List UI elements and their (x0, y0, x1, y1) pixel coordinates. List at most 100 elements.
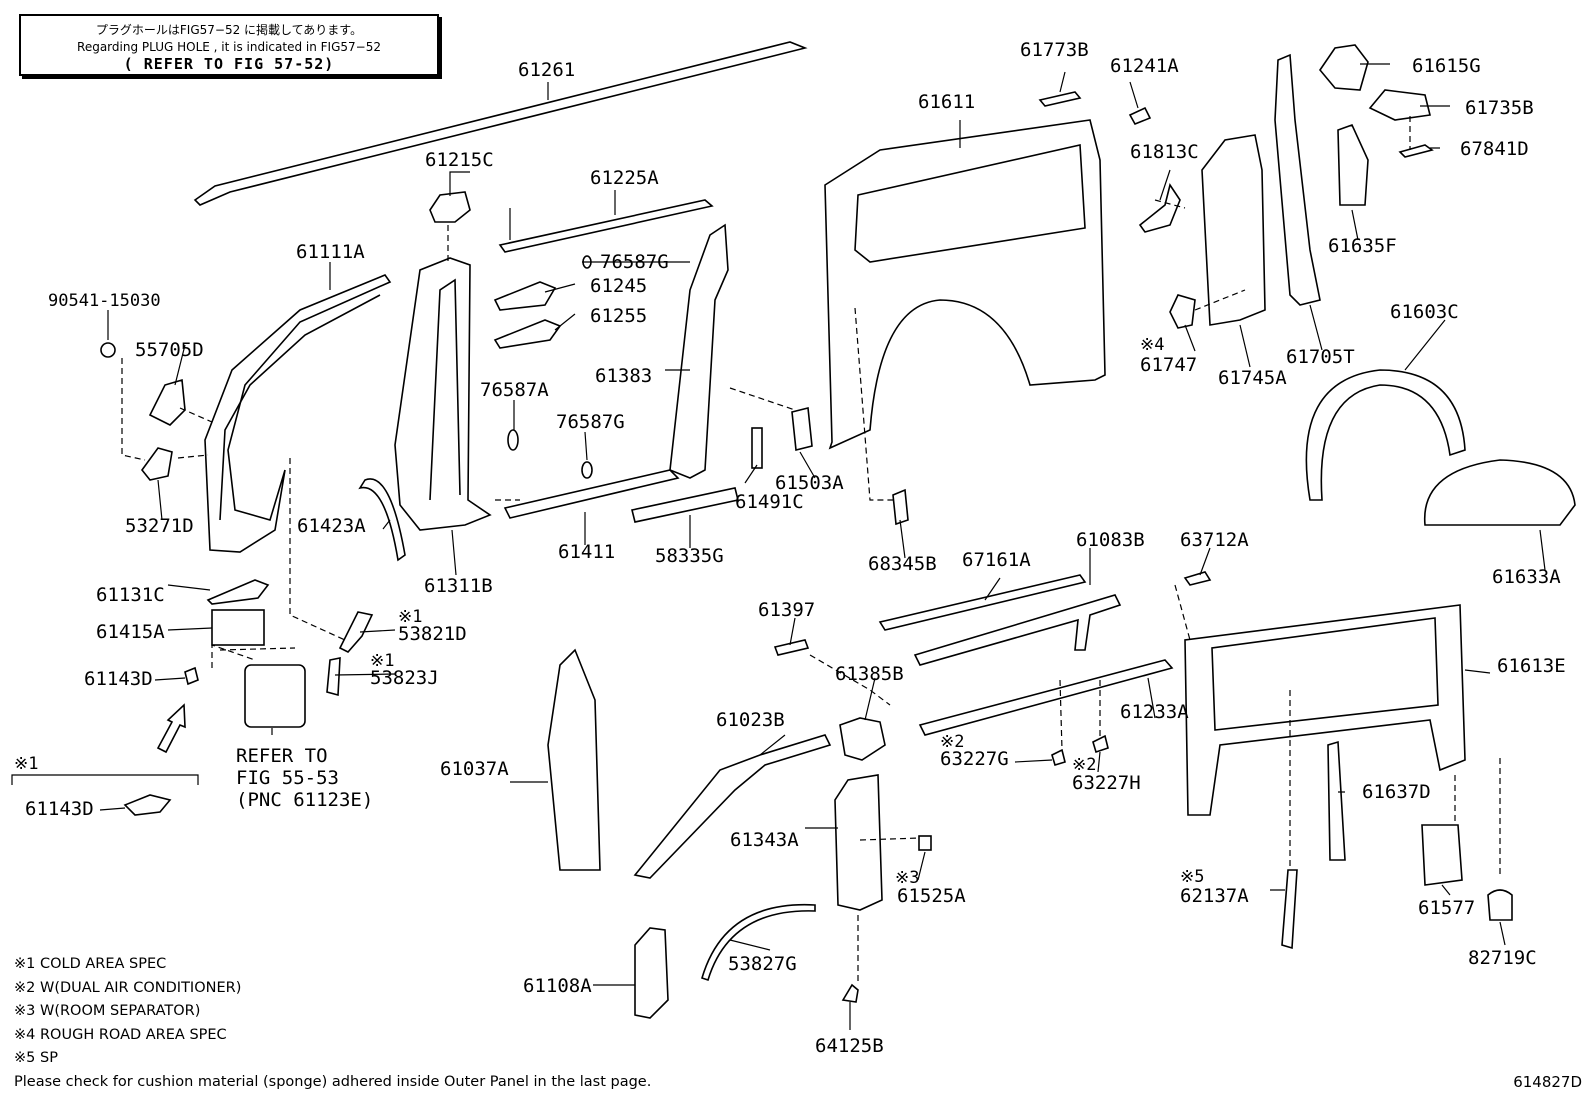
part-61215C-drawing (429, 191, 471, 223)
label-61215C: 61215C (425, 149, 494, 171)
part-61261-drawing (193, 41, 808, 206)
mark-53823J: ※1 (370, 651, 394, 671)
part-53821D-drawing (338, 611, 374, 653)
label-61311B: 61311B (424, 575, 493, 597)
part-61773B-drawing (1038, 91, 1082, 107)
part-61735B-drawing (1368, 89, 1431, 121)
part-61705T-drawing (1274, 53, 1321, 306)
mark-53821D: ※1 (398, 607, 422, 627)
part-67161A-drawing (878, 574, 1087, 631)
part-61633A-drawing (1423, 459, 1576, 526)
label-61415A: 61415A (96, 621, 165, 643)
footnote-5: ※5 SP (14, 1050, 58, 1066)
part-63227G-drawing (1051, 748, 1066, 766)
figure-number: 614827D (1513, 1073, 1582, 1091)
cushion-note: Please check for cushion material (spong… (14, 1073, 652, 1090)
part-61745A-drawing (1201, 134, 1266, 326)
part-61143D-b-drawing (123, 794, 172, 816)
part-61637D-drawing (1327, 740, 1346, 861)
label-63227H: 63227H (1072, 772, 1141, 794)
label-63227G: 63227G (940, 748, 1009, 770)
footnotes: ※1 COLD AREA SPEC ※2 W(DUAL AIR CONDITIO… (14, 953, 651, 1094)
label-61261: 61261 (518, 59, 575, 81)
part-61525A-drawing (918, 835, 932, 851)
refer-to-line3: (PNC 61123E) (236, 789, 373, 811)
mark-62137A: ※5 (1180, 867, 1204, 887)
part-61611-window (854, 144, 1086, 263)
label-68345B: 68345B (868, 553, 937, 575)
label-61773B: 61773B (1020, 39, 1089, 61)
part-61083B-drawing (913, 594, 1122, 666)
part-61108A-drawing (634, 927, 669, 1019)
label-61037A: 61037A (440, 758, 509, 780)
part-76587G-b-drawing (581, 461, 593, 479)
label-61255: 61255 (590, 305, 647, 327)
label-76587A: 76587A (480, 379, 549, 401)
part-61615G-drawing (1318, 44, 1369, 91)
mark-63227H: ※2 (1072, 755, 1096, 775)
label-61143D-a: 61143D (84, 668, 153, 690)
label-90541-15030: 90541-15030 (48, 291, 161, 311)
label-61745A: 61745A (1218, 367, 1287, 389)
label-53823J: 53823J (370, 667, 439, 689)
label-61633A: 61633A (1492, 566, 1561, 588)
label-61023B: 61023B (716, 709, 785, 731)
refer-part-drawing (244, 664, 306, 728)
label-61397: 61397 (758, 599, 815, 621)
reference-box: プラグホールはFIG57−52 に掲載してあります。 Regarding PLU… (19, 14, 439, 76)
label-55705D: 55705D (135, 339, 204, 361)
label-63712A: 63712A (1180, 529, 1249, 551)
label-61233A: 61233A (1120, 701, 1189, 723)
part-61613E-window (1211, 617, 1439, 731)
label-61131C: 61131C (96, 584, 165, 606)
mark-61525A: ※3 (895, 868, 919, 888)
part-61311B-drawing (394, 257, 492, 531)
label-61111A: 61111A (296, 241, 365, 263)
part-53827G-drawing (701, 903, 816, 982)
part-61411-drawing (503, 469, 680, 519)
label-53827G: 53827G (728, 953, 797, 975)
label-58335G: 58335G (655, 545, 724, 567)
mark-63227G: ※2 (940, 732, 964, 752)
label-61245: 61245 (590, 275, 647, 297)
label-61083B: 61083B (1076, 529, 1145, 551)
part-61241A-drawing (1128, 106, 1152, 126)
label-61577: 61577 (1418, 897, 1475, 919)
part-82719C-drawing (1487, 889, 1513, 921)
label-82719C: 82719C (1468, 947, 1537, 969)
part-61577-drawing (1421, 824, 1463, 886)
label-61383: 61383 (595, 365, 652, 387)
part-55705D-drawing (148, 378, 186, 426)
part-53823J-drawing (326, 657, 341, 697)
part-58335G-drawing (631, 487, 739, 523)
label-61241A: 61241A (1110, 55, 1179, 77)
label-61385B: 61385B (835, 663, 904, 685)
label-61635F: 61635F (1328, 235, 1397, 257)
label-61735B: 61735B (1465, 97, 1534, 119)
footnote-3: ※3 W(ROOM SEPARATOR) (14, 1003, 201, 1019)
part-61111A-inner (219, 294, 381, 521)
part-53271D-drawing (140, 447, 173, 481)
label-61615G: 61615G (1412, 55, 1481, 77)
part-61603C-drawing (1305, 369, 1466, 501)
part-61225A-drawing (498, 199, 714, 253)
group-bracket (11, 774, 199, 785)
group-mark: ※1 (14, 754, 38, 774)
part-61311B-inner (429, 278, 461, 501)
part-61397-drawing (773, 639, 810, 656)
label-61108A: 61108A (523, 975, 592, 997)
part-61611-drawing (824, 119, 1106, 450)
label-61705T: 61705T (1286, 346, 1355, 368)
refer-to-line1: REFER TO (236, 745, 328, 767)
reference-line-en: Regarding PLUG HOLE , it is indicated in… (77, 40, 381, 54)
part-61111A-drawing (204, 274, 392, 553)
part-63227H-drawing (1092, 734, 1109, 754)
label-61491C: 61491C (735, 491, 804, 513)
label-61423A: 61423A (297, 515, 366, 537)
part-61613E-drawing (1184, 604, 1466, 816)
part-61423A-drawing (358, 478, 406, 562)
label-76587G-a: 76587G (600, 251, 669, 273)
label-61411: 61411 (558, 541, 615, 563)
part-76587A-drawing (507, 429, 519, 451)
